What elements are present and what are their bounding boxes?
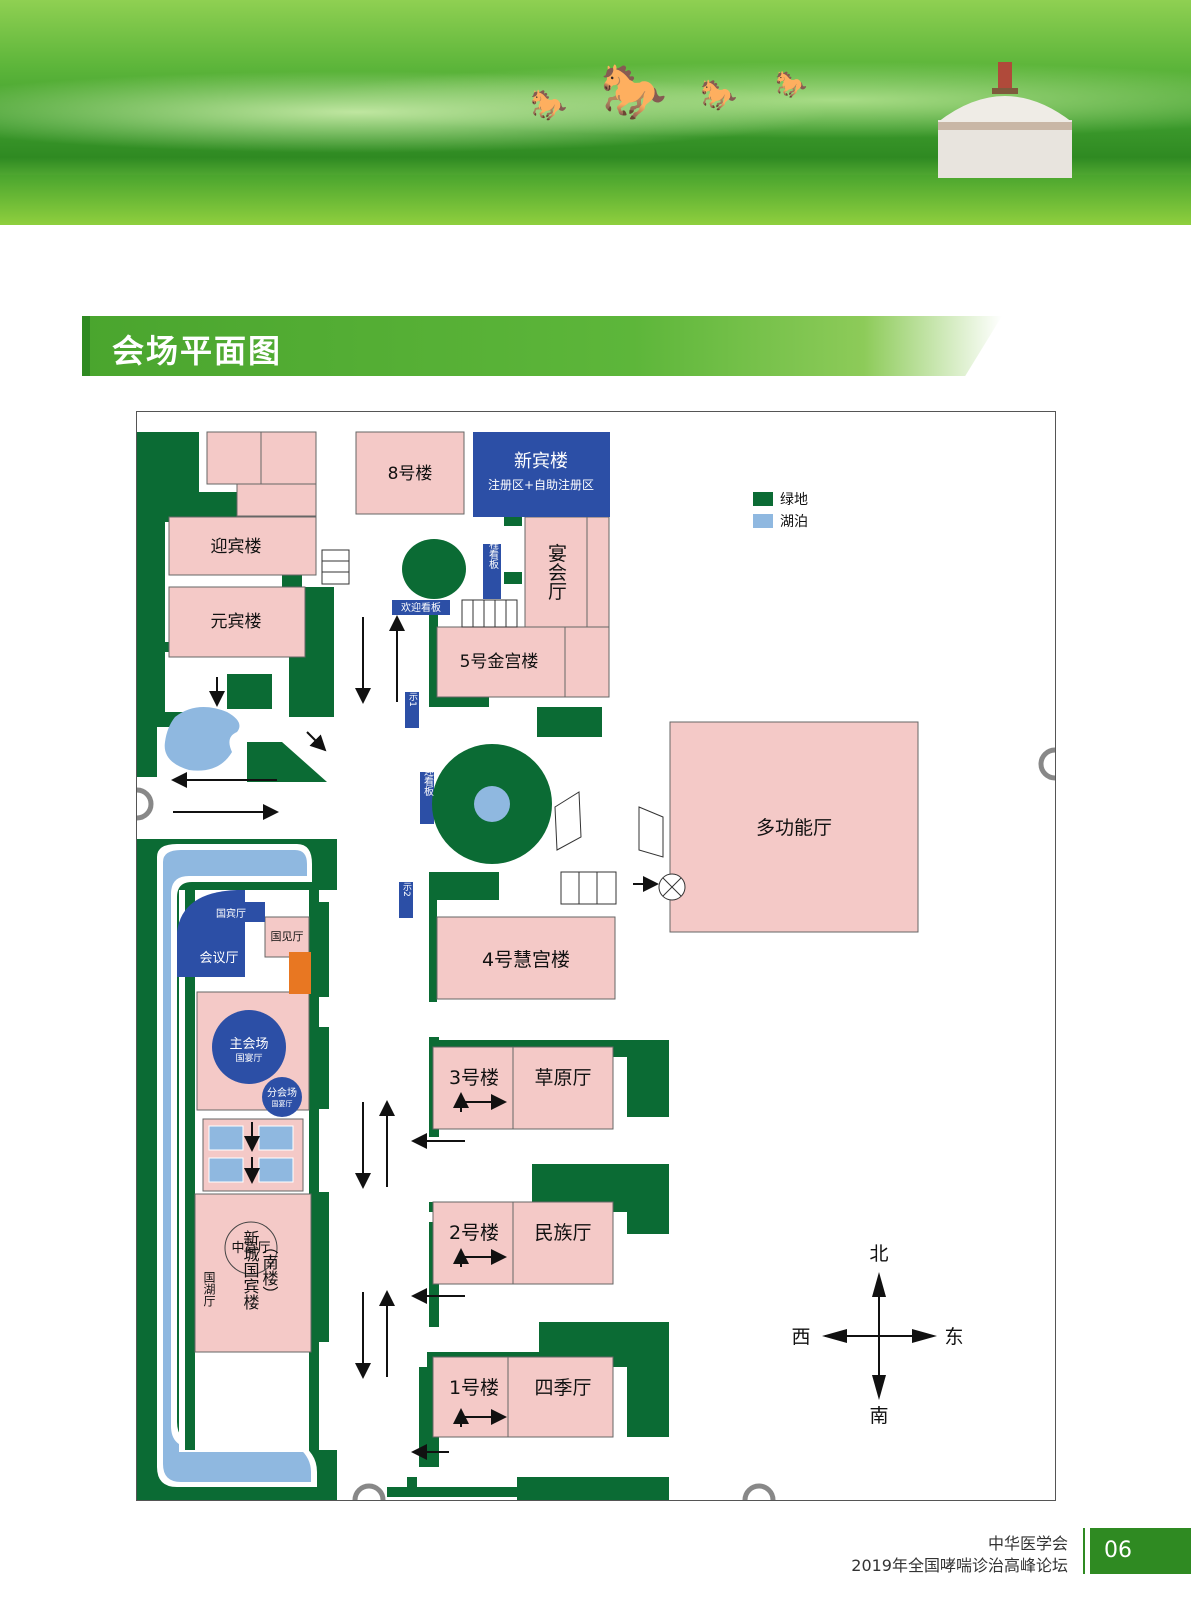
label-welcome-board-2: 欢迎看板 [422, 755, 434, 797]
yingbin-building [168, 516, 317, 576]
venue-map: 绿地 湖泊 8号楼 新宾楼 注册区+自助注册区 迎宾楼 元宾楼 宴会厅 5号金宫… [136, 411, 1056, 1501]
label-guobin-hall: 国宾厅 [216, 907, 246, 920]
label-pointer-sign-1: 指示1 [407, 682, 418, 707]
horse-icon: 🐎 [775, 70, 808, 100]
label-building-1: 1号楼 [449, 1377, 499, 1399]
compass-east: 东 [944, 1326, 963, 1348]
guobin-hall [225, 902, 265, 922]
horse-icon: 🐎 [700, 78, 738, 113]
label-pointer-sign-2: 指示2 [401, 872, 412, 897]
horse-icon: 🐎 [600, 60, 668, 123]
yanhui-hall [524, 516, 588, 628]
section-title-bar [82, 316, 1002, 376]
building-3 [432, 1046, 514, 1130]
sub-venue-circle [262, 1077, 302, 1117]
label-caoyuan: 草原厅 [534, 1067, 591, 1089]
main-venue-circle [212, 1010, 286, 1084]
label-zhongyan: 中宴厅 [231, 1240, 270, 1256]
minzu-hall [512, 1201, 614, 1285]
legend-label-green: 绿地 [780, 492, 808, 508]
legend-label-lake: 湖泊 [780, 514, 808, 530]
duogong-hall [669, 721, 919, 933]
label-xincheng-sub: （南楼） [260, 1238, 279, 1302]
legend-swatch-green [753, 492, 773, 506]
header-banner: 🐎 🐎 🐎 🐎 [0, 0, 1191, 225]
footer-divider [1083, 1528, 1085, 1574]
siji-hall [507, 1356, 614, 1438]
label-huigong: 4号慧宫楼 [482, 949, 570, 971]
yuanbin-building [168, 586, 306, 658]
label-building-2: 2号楼 [449, 1222, 499, 1244]
label-minzu: 民族厅 [534, 1222, 591, 1244]
label-huiyi: 会议厅 [199, 951, 238, 966]
footer-organization: 中华医学会 [987, 1534, 1068, 1553]
caoyuan-hall [512, 1046, 614, 1130]
compass-west: 西 [791, 1326, 810, 1348]
label-siji: 四季厅 [534, 1377, 591, 1399]
jingong-building [436, 626, 566, 698]
label-xinbin-sub: 注册区+自助注册区 [488, 477, 594, 492]
zhongyan-circle [224, 1221, 278, 1275]
label-duogong: 多功能厅 [756, 817, 832, 839]
yurt-icon [938, 62, 1072, 178]
label-jingong: 5号金宫楼 [460, 652, 539, 672]
label-sub-venue-sub: 国宴厅 [272, 1099, 293, 1108]
footer-event-name: 2019年全国哮喘诊治高峰论坛 [851, 1556, 1068, 1575]
label-yanhui: 宴会厅 [545, 542, 567, 600]
page-number: 06 [1090, 1528, 1191, 1574]
welcome-board-1 [392, 600, 450, 615]
schedule-board [483, 544, 501, 599]
pointer-sign-1 [405, 692, 419, 728]
label-welcome-board-1: 欢迎看板 [401, 601, 441, 614]
building-2 [432, 1201, 514, 1285]
compass-south: 南 [869, 1405, 888, 1427]
label-schedule-board: 日程看板 [487, 529, 499, 570]
label-yingbin: 迎宾楼 [211, 537, 262, 557]
section-title: 会场平面图 [112, 332, 283, 370]
label-xinbin: 新宾楼 [514, 451, 568, 472]
label-main-venue-sub: 国宴厅 [235, 1052, 262, 1064]
welcome-board-2 [420, 772, 434, 824]
label-building-3: 3号楼 [449, 1067, 499, 1089]
label-building-8: 8号楼 [388, 464, 433, 484]
reception-point [289, 952, 311, 994]
label-guohu: 国湖厅 [202, 1271, 216, 1307]
compass-north: 北 [869, 1243, 888, 1265]
label-sub-venue: 分会场 [267, 1086, 297, 1099]
label-yuanbin: 元宾楼 [211, 612, 262, 632]
huigong-building [436, 916, 616, 1000]
label-main-venue: 主会场 [229, 1037, 268, 1052]
grassland-foreground [0, 175, 1191, 225]
pointer-sign-2 [399, 882, 413, 918]
label-guojian: 国见厅 [271, 930, 304, 943]
guojian-hall [264, 916, 310, 958]
xinbin-building [473, 432, 610, 517]
horse-icon: 🐎 [530, 88, 568, 123]
legend-swatch-lake [753, 514, 773, 528]
building-8 [355, 431, 465, 515]
label-xincheng: 新城国宾楼 [241, 1230, 260, 1310]
